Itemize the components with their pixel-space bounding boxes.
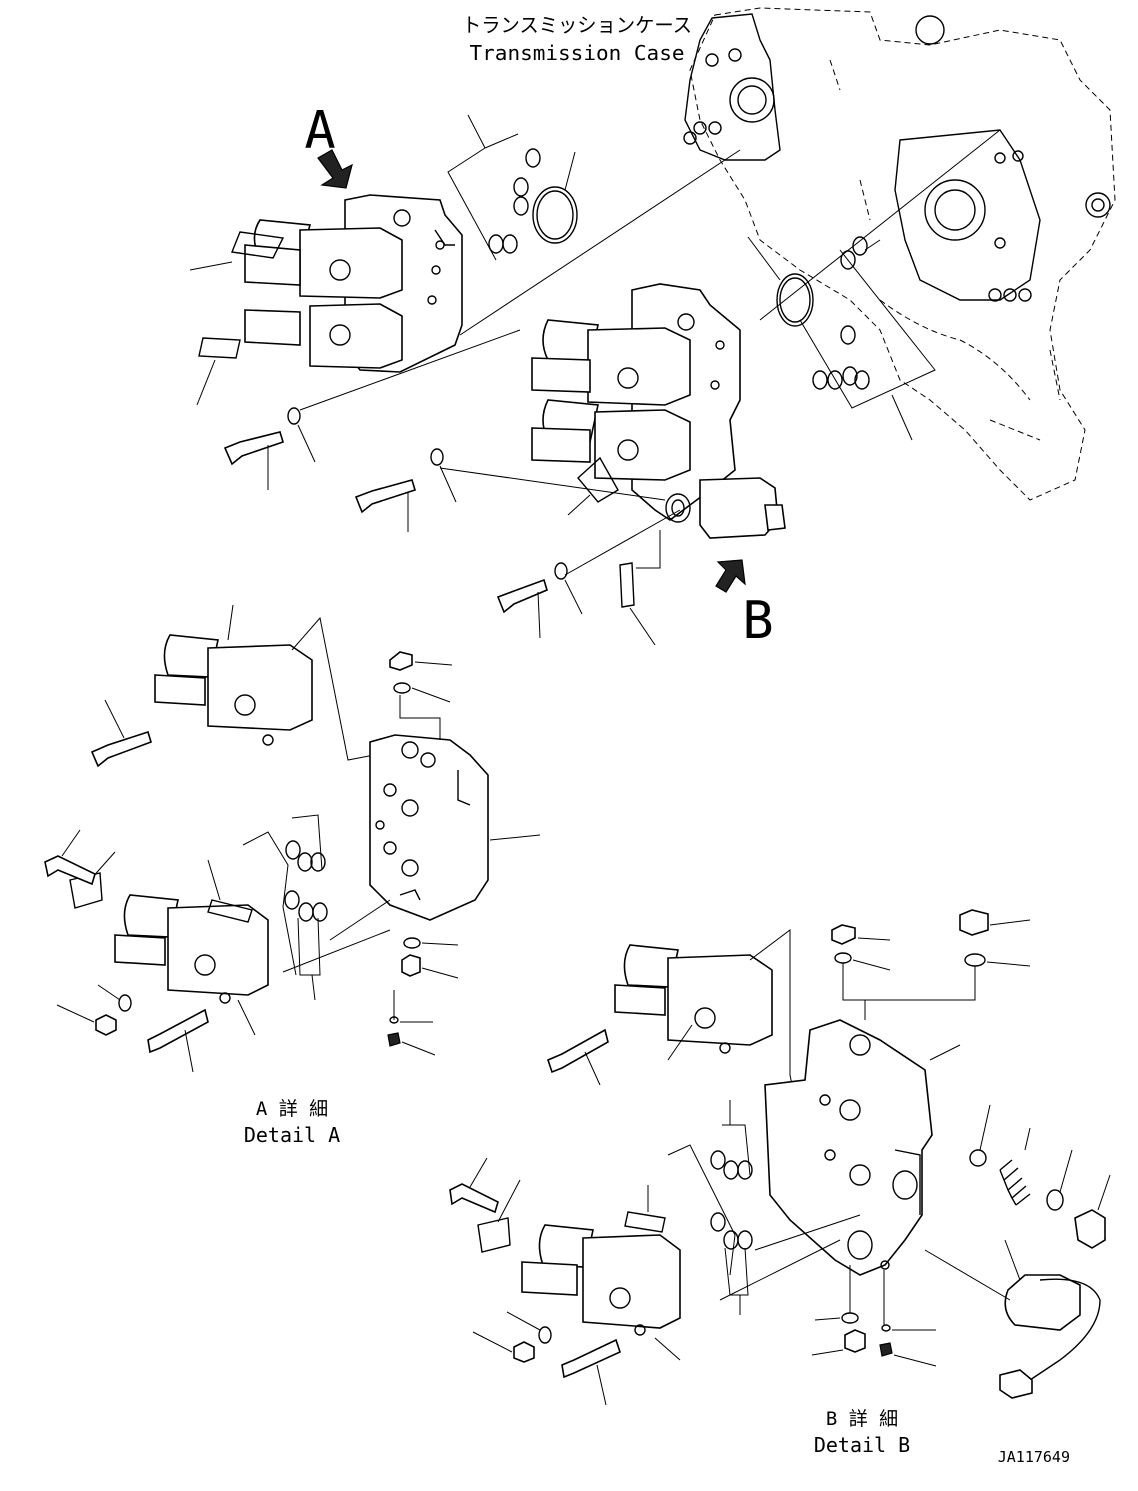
detail-a-label-en: Detail A [244,1123,340,1147]
transmission-case-label-jp: トランスミッションケース [462,13,692,37]
detail-b-label-en: Detail B [814,1433,910,1457]
view-arrow-b [715,559,746,593]
view-arrow-a [317,149,353,189]
seal-group-a [447,114,578,261]
valve-assembly-b [354,283,786,646]
drawing-id: JA117649 [998,1448,1070,1466]
transmission-case-label-en: Transmission Case [470,41,685,65]
view-a-letter: A [304,101,335,161]
detail-b-group [449,909,1111,1406]
labels: トランスミッションケース Transmission Case A B A 詳 細… [244,13,1070,1466]
detail-a-label-jp: A 詳 細 [256,1098,328,1120]
seal-group-b [747,129,1001,441]
detail-a-group [44,604,541,1073]
view-b-letter: B [742,591,773,651]
transmission-case [683,7,1116,501]
detail-b-label-jp: B 詳 細 [826,1408,898,1430]
valve-assembly-a [189,149,741,490]
